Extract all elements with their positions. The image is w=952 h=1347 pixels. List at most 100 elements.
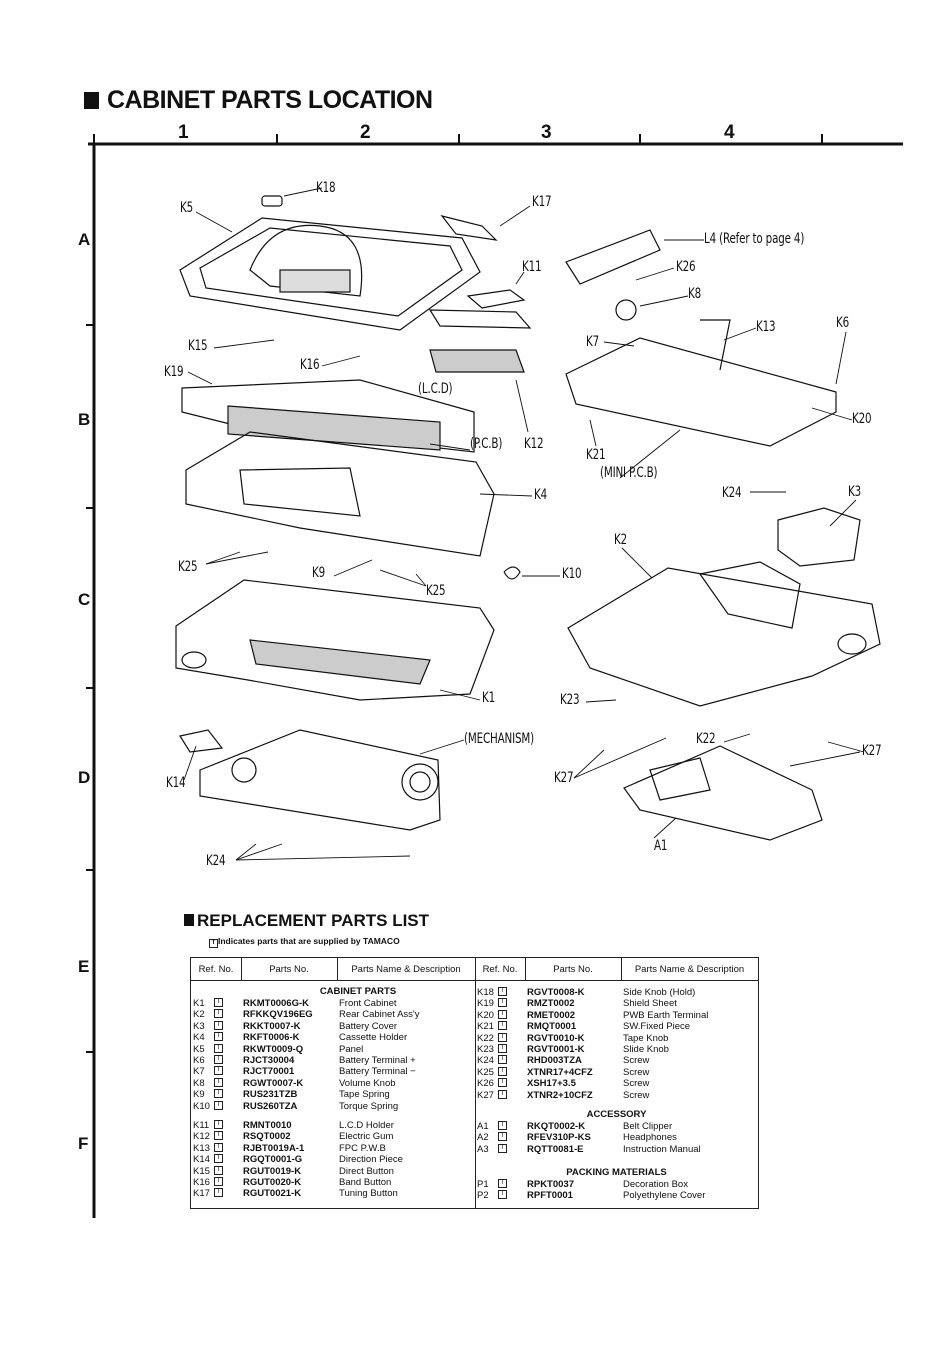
ref-number: K11 (193, 1120, 210, 1131)
part-description: Direction Piece (339, 1154, 403, 1166)
t-mark-icon: T (498, 1078, 507, 1088)
row-letter-f: F (78, 1134, 89, 1153)
t-mark-icon: T (498, 1143, 507, 1153)
part-number: RPKT0037 (527, 1179, 574, 1190)
ref-number: K3 (193, 1020, 205, 1032)
part-description: Tuning Button (339, 1188, 398, 1200)
label-mechanism: (MECHANISM) (464, 731, 534, 747)
part-number: RJCT30004 (243, 1055, 295, 1066)
t-mark-icon: T (214, 1077, 223, 1087)
ref-number: K7 (193, 1066, 205, 1078)
t-mark-icon: T (214, 1043, 223, 1053)
label-a1: A1 (654, 838, 668, 854)
part-number: RUS231TZB (243, 1089, 298, 1101)
t-mark-icon: T (214, 1120, 223, 1129)
label-k4: K4 (534, 487, 548, 503)
label-mini-pcb: (MINI P.C.B) (600, 465, 658, 481)
label-k17: K17 (532, 194, 552, 210)
part-number: RGVT0008-K (527, 987, 585, 998)
part-number: RMNT0010 (243, 1120, 292, 1131)
t-mark-icon: T (498, 1121, 507, 1130)
row-letter-b: B (78, 410, 91, 429)
label-k5: K5 (180, 200, 194, 216)
header-parts-no: Parts No. (269, 963, 309, 975)
belt-clipper-a1 (623, 745, 823, 841)
ref-number: K26 (477, 1078, 494, 1090)
ref-number: P1 (477, 1179, 489, 1190)
part-description: Side Knob (Hold) (623, 987, 696, 998)
part-description: Electric Gum (339, 1131, 394, 1143)
part-number: RQTT0081-E (527, 1143, 584, 1155)
label-k25-right: K25 (426, 583, 446, 599)
part-description: Battery Cover (339, 1020, 398, 1032)
label-k16: K16 (300, 357, 320, 373)
label-k3: K3 (848, 484, 862, 500)
label-k21: K21 (586, 447, 606, 463)
label-k27-left: K27 (554, 770, 574, 786)
page-title: CABINET PARTS LOCATION (84, 86, 433, 115)
t-mark-icon: T (498, 1132, 507, 1142)
t-mark-icon: T (209, 939, 218, 948)
ref-number: K27 (477, 1089, 494, 1101)
part-number: RMZT0002 (527, 998, 575, 1010)
lcd-holder (428, 289, 532, 373)
ref-number: A2 (477, 1132, 489, 1144)
ref-number: K2 (193, 1009, 205, 1021)
part-description: Screw (623, 1055, 650, 1067)
part-description: L.C.D Holder (339, 1120, 394, 1131)
t-mark-icon: T (498, 1066, 507, 1076)
column-number-1: 1 (178, 122, 189, 143)
part-number: RGVT0010-K (527, 1032, 585, 1044)
ref-number: K14 (193, 1154, 210, 1166)
mini-pcb (565, 229, 837, 447)
label-l4: L4 (Refer to page 4) (704, 231, 805, 247)
column-number-3: 3 (541, 122, 552, 143)
ref-number: K13 (193, 1142, 210, 1154)
header-parts-no-2: Parts No. (553, 963, 593, 975)
part-description: Headphones (623, 1132, 677, 1144)
square-bullet-icon (84, 92, 99, 109)
ref-number: K25 (477, 1066, 494, 1078)
mechanism (199, 729, 441, 831)
label-k11: K11 (522, 259, 542, 275)
part-description: Panel (339, 1043, 364, 1055)
t-mark-icon: T (214, 1188, 223, 1198)
part-description: Torque Spring (339, 1100, 399, 1112)
label-k10: K10 (562, 566, 582, 582)
part-description: Belt Clipper (623, 1121, 673, 1132)
label-lcd: (L.C.D) (418, 381, 453, 397)
t-mark-icon: T (498, 1190, 507, 1200)
label-k14: K14 (166, 775, 186, 791)
replacement-parts-table: Ref. No. Parts No. Parts Name & Descript… (190, 957, 759, 1209)
t-mark-icon: T (498, 1044, 507, 1053)
label-k18: K18 (316, 180, 336, 196)
part-number: RKKT0007-K (243, 1020, 301, 1032)
row-letter-a: A (78, 230, 91, 249)
square-bullet-icon (184, 914, 194, 926)
part-description: Decoration Box (623, 1179, 688, 1190)
label-k26: K26 (676, 259, 696, 275)
part-description: Instruction Manual (623, 1143, 701, 1155)
part-number: RFKKQV196EG (243, 1009, 313, 1021)
part-description: FPC P.W.B (339, 1142, 386, 1154)
part-description: Tape Spring (339, 1089, 390, 1101)
torque-spring-k10 (503, 566, 521, 580)
part-number: RKMT0006G-K (243, 998, 309, 1009)
